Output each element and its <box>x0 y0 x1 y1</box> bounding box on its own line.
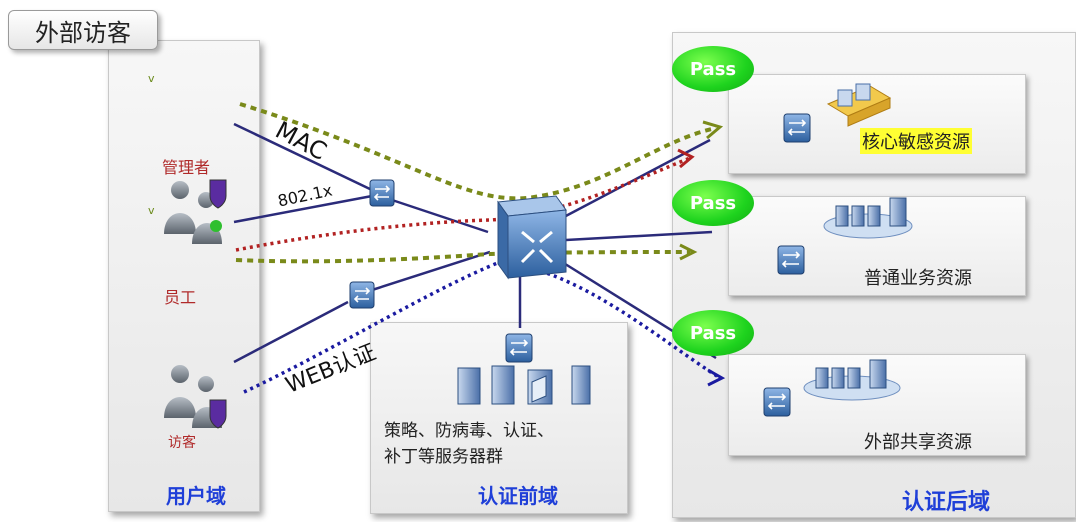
front-domain-desc-line2: 补丁等服务器群 <box>384 447 503 467</box>
link-employee-8021x <box>233 194 373 224</box>
employee-label: 员工 <box>164 288 197 307</box>
admin-employee-person-icon <box>164 179 227 244</box>
access-switch-1-icon <box>369 179 395 207</box>
link-switch1-core <box>391 198 489 234</box>
shared-servers-icon <box>803 359 901 401</box>
user-bullet-2: v <box>148 204 155 217</box>
auth-back-domain-label: 认证后域 <box>902 490 991 515</box>
core-switch-icon <box>497 195 567 280</box>
visitor-person-icon <box>164 365 227 429</box>
link-switch2-core <box>371 250 491 292</box>
business-servers-icon <box>823 197 913 239</box>
server-cluster-icon <box>457 365 591 405</box>
user-domain-label: 用户域 <box>166 484 226 508</box>
pass-badge-shared: Pass <box>672 310 754 356</box>
business-resource-switch-icon <box>777 245 805 275</box>
user-domain-panel <box>108 40 260 512</box>
flow-olive-lower <box>235 250 691 264</box>
external-visitor-tag: 外部访客 <box>8 10 158 50</box>
core-resource-switch-icon <box>783 113 811 143</box>
link-core-business-resource <box>565 230 713 242</box>
link-admin-mac <box>233 122 373 192</box>
front-domain-desc-line1: 策略、防病毒、认证、 <box>384 421 554 441</box>
flow-blue-head <box>707 368 726 387</box>
access-switch-2-icon <box>349 281 375 309</box>
flow-olive-upper <box>239 102 717 201</box>
pass-badge-business: Pass <box>672 180 754 226</box>
core-data-servers-icon <box>826 83 892 127</box>
flow-olive-lower-head <box>679 243 698 261</box>
visitor-label: 访客 <box>168 435 196 451</box>
pass-badge-core: Pass <box>672 46 754 92</box>
link-visitor-web <box>233 300 349 364</box>
auth-front-domain-panel <box>370 322 628 514</box>
admin-label: 管理者 <box>162 158 211 177</box>
auth-front-domain-label: 认证前域 <box>478 484 558 508</box>
core-resource-label: 核心敏感资源 <box>860 128 972 154</box>
shared-resource-switch-icon <box>763 387 791 417</box>
flow-red-head <box>677 148 695 169</box>
front-domain-switch-icon <box>505 333 533 363</box>
user-bullet-1: v <box>148 72 155 85</box>
flow-olive-upper-head <box>702 120 724 140</box>
business-resource-label: 普通业务资源 <box>864 268 972 289</box>
shared-resource-label: 外部共享资源 <box>864 432 972 453</box>
